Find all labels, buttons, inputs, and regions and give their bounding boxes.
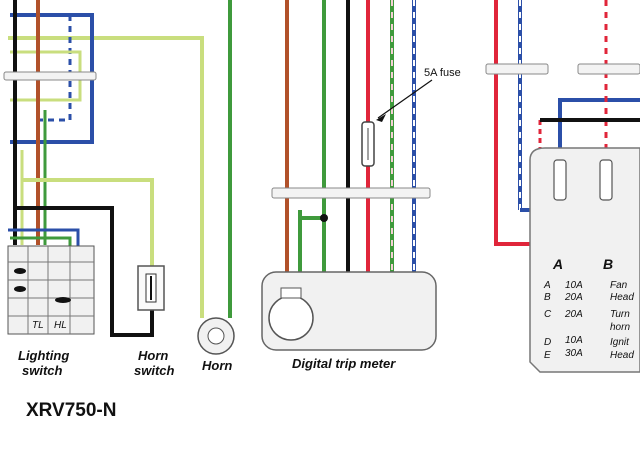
horn-label: Horn	[202, 358, 232, 373]
trip-meter-wiring	[285, 0, 433, 282]
wire-blue-2	[8, 228, 80, 248]
svg-text:Turn: Turn	[610, 309, 630, 320]
svg-text:B: B	[544, 292, 551, 303]
fuse-table-row: D 10A Ignit	[544, 335, 630, 348]
connector-block	[271, 187, 431, 199]
fuse-table-header-a: A	[552, 256, 563, 272]
lighting-switch-wiring	[8, 0, 204, 337]
svg-text:30A: 30A	[565, 348, 583, 359]
svg-text:C: C	[544, 309, 552, 320]
svg-text:10A: 10A	[565, 335, 583, 346]
svg-text:D: D	[544, 337, 551, 348]
svg-text:20A: 20A	[564, 309, 583, 320]
fuse-table: A 10A Fan B 20A Head C 20A Turn horn D 1…	[543, 280, 634, 361]
svg-text:20A: 20A	[564, 292, 583, 303]
fuse-table-row: horn	[610, 322, 630, 333]
horn-switch-label-line2: switch	[134, 363, 175, 378]
switch-mini-label-hl: HL	[54, 320, 67, 331]
switch-contact	[14, 286, 26, 292]
switch-contact	[55, 297, 71, 303]
svg-text:Fan: Fan	[610, 280, 628, 291]
junction-dot	[320, 214, 328, 222]
fuse-callout-line	[377, 79, 433, 119]
horn-switch-label-line1: Horn	[138, 348, 168, 363]
fuse-table-header-b: B	[603, 256, 613, 272]
fuse-table-row: A 10A Fan	[543, 280, 628, 291]
fuse-a	[553, 159, 567, 201]
svg-text:Ignit: Ignit	[610, 337, 630, 348]
fuse-box	[529, 147, 640, 373]
wire-light-green	[8, 36, 204, 318]
svg-text:horn: horn	[610, 322, 630, 333]
wire-blue-white	[40, 15, 72, 122]
switch-mini-label-tl: TL	[32, 320, 44, 331]
svg-text:Head: Head	[610, 350, 634, 361]
connector-block	[3, 71, 97, 81]
fuse-table-row: E 30A Head	[544, 348, 634, 361]
svg-text:A: A	[543, 280, 551, 291]
lighting-switch: TL HL	[7, 245, 95, 335]
connector-block	[485, 63, 549, 75]
svg-text:Head: Head	[610, 292, 634, 303]
lighting-switch-label-line2: switch	[22, 363, 63, 378]
svg-text:E: E	[544, 350, 551, 361]
wire-light-green-horn	[22, 178, 154, 268]
fuse-b	[599, 159, 613, 201]
fuse-table-row: B 20A Head	[544, 292, 634, 303]
digital-trip-meter	[261, 271, 437, 351]
trip-meter-label: Digital trip meter	[292, 356, 396, 371]
wire-green-2	[10, 236, 72, 248]
wire-green-4	[300, 0, 326, 220]
model-title: XRV750-N	[26, 400, 116, 421]
fuse-table-row: C 20A Turn	[544, 309, 630, 320]
switch-contact	[14, 268, 26, 274]
wire-black-horn	[15, 206, 154, 337]
connector-block	[577, 63, 640, 75]
lighting-switch-label-line1: Lighting	[18, 348, 69, 363]
horn-switch	[137, 265, 165, 311]
svg-text:10A: 10A	[565, 280, 583, 291]
horn	[197, 317, 235, 355]
fuse-callout-label: 5A fuse	[424, 67, 461, 79]
